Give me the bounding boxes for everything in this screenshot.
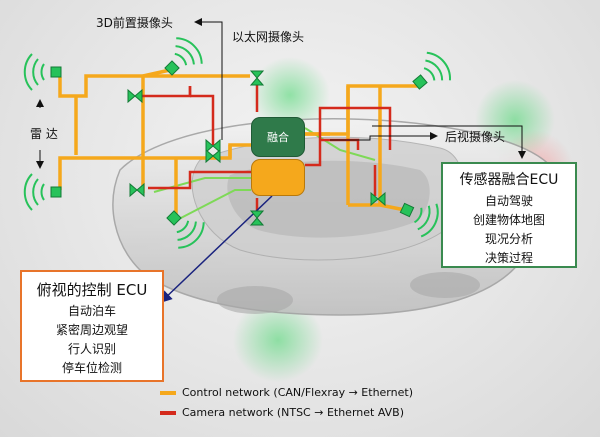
- list-item: 自动驾驶: [484, 194, 533, 208]
- list-item: 现况分析: [484, 232, 533, 246]
- fusion-ecu-block: 融合: [251, 117, 305, 157]
- birdseye-ecu-box: 俯视的控制 ECU 自动泊车 紧密周边观望 行人识别 停车位检测: [20, 270, 164, 382]
- label-3d-front-camera: 3D前置摄像头: [96, 16, 173, 30]
- green-glow: [250, 57, 330, 133]
- fusion-ecu-label: 融合: [267, 131, 289, 144]
- radar-icon: [399, 202, 439, 238]
- radar-icon: [166, 210, 205, 249]
- birdseye-ecu-block: [251, 159, 305, 196]
- list-item: 停车位检测: [61, 361, 122, 375]
- list-item: 紧密周边观望: [55, 323, 128, 337]
- legend-swatch-red: [160, 411, 176, 415]
- camera-icon: [129, 182, 145, 198]
- sensor-fusion-ecu-title: 传感器融合ECU: [459, 172, 559, 188]
- label-ethernet-camera: 以太网摄像头: [232, 30, 305, 44]
- label-rear-camera: 后视摄像头: [445, 130, 506, 144]
- legend-swatch-orange: [160, 391, 176, 395]
- camera-icon: [370, 191, 386, 207]
- radar-icon: [23, 173, 62, 211]
- camera-icon: [127, 88, 143, 104]
- camera-icon: [249, 70, 265, 86]
- sensor-fusion-ecu-box: 传感器融合ECU 自动驾驶 创建物体地图 现况分析 决策过程: [441, 162, 577, 268]
- green-glow: [233, 298, 323, 382]
- list-item: 决策过程: [484, 251, 533, 265]
- legend-label: Control network (CAN/Flexray → Ethernet): [182, 386, 413, 399]
- list-item: 自动泊车: [67, 304, 116, 318]
- camera-network: [138, 84, 392, 213]
- camera-icon: [205, 138, 221, 154]
- legend-label: Camera network (NTSC → Ethernet AVB): [182, 406, 405, 419]
- birdseye-ecu-title: 俯视的控制 ECU: [36, 281, 148, 299]
- radar-icon: [23, 53, 62, 91]
- pointer-arrows: [36, 18, 526, 169]
- camera-icon: [205, 148, 221, 164]
- legend-control-network: Control network (CAN/Flexray → Ethernet): [160, 386, 413, 399]
- radar-icon: [164, 37, 203, 76]
- list-item: 创建物体地图: [472, 213, 545, 227]
- camera-icon: [249, 210, 265, 226]
- radar-icon: [412, 51, 451, 90]
- label-radar: 雷 达: [30, 127, 58, 141]
- legend-camera-network: Camera network (NTSC → Ethernet AVB): [160, 406, 404, 419]
- list-item: 行人识别: [67, 342, 116, 356]
